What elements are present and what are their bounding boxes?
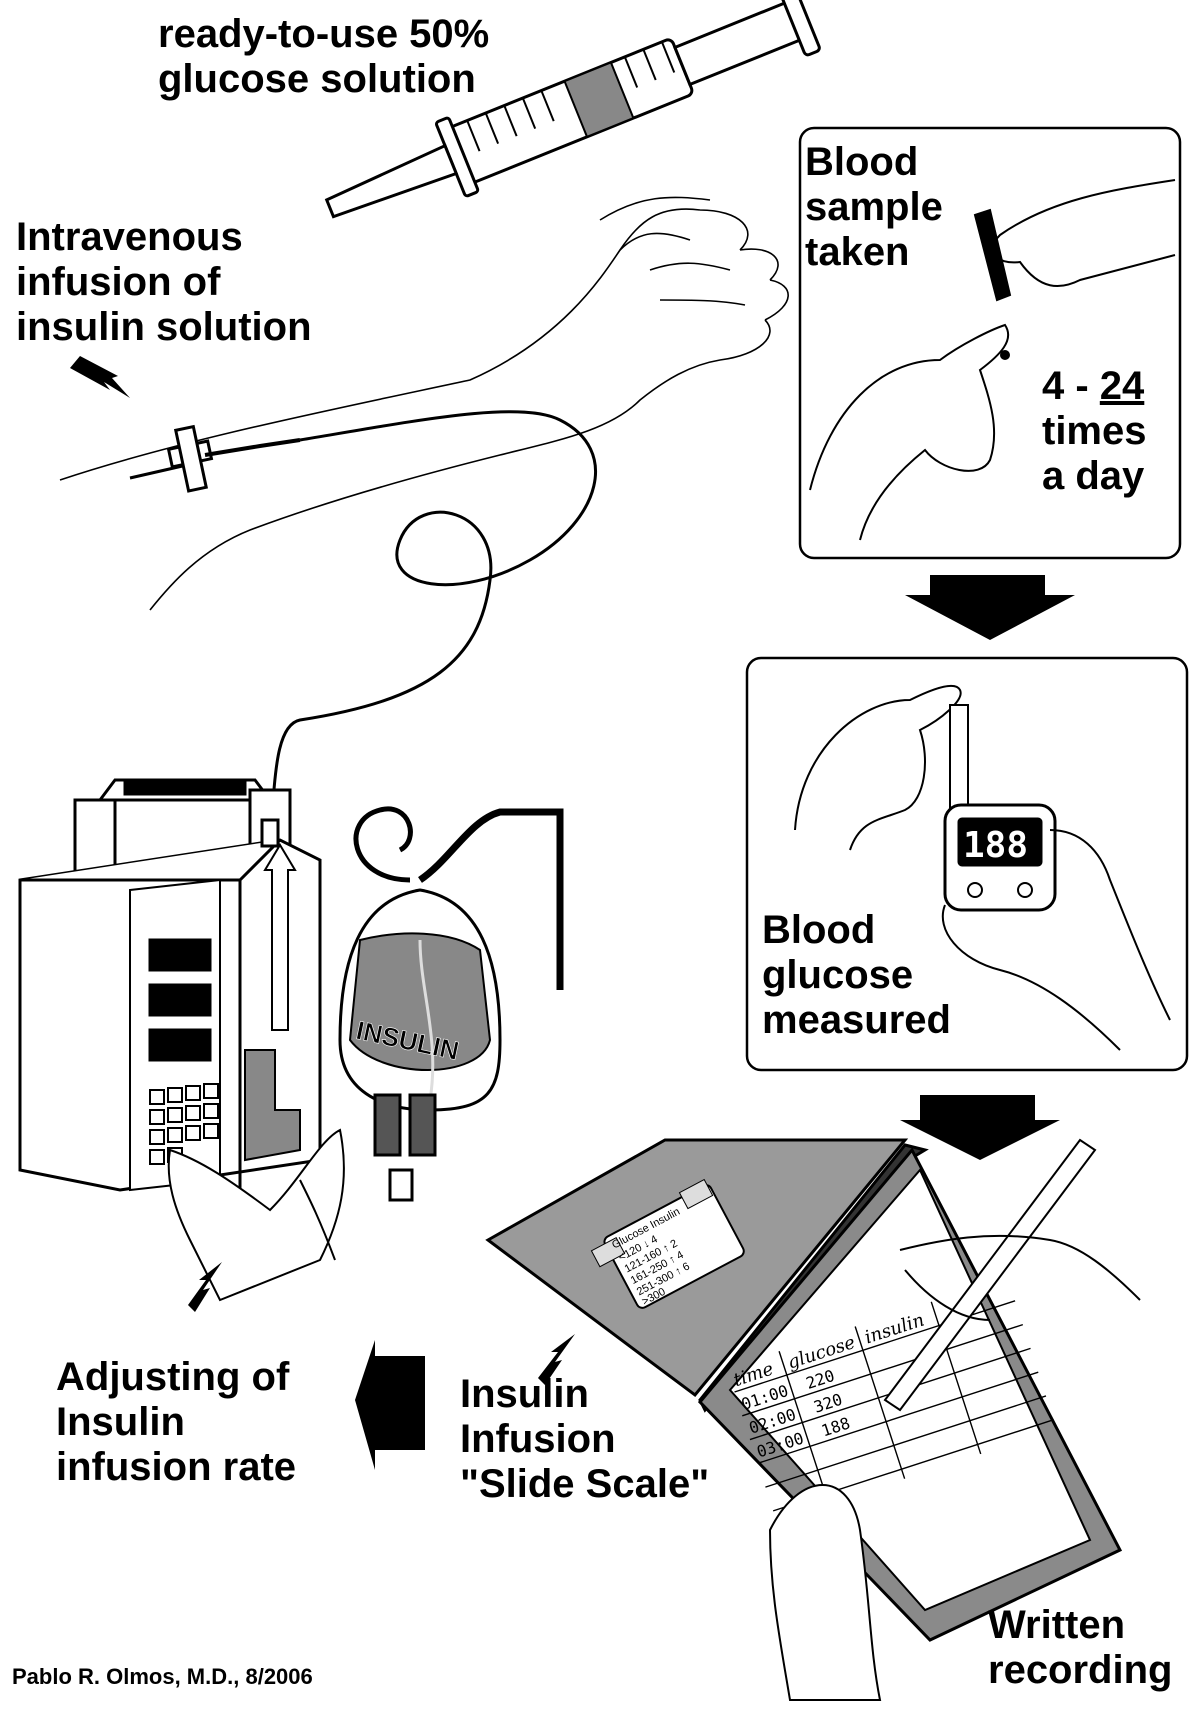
arrow-left-icon (355, 1340, 425, 1470)
pointer-arrow-icon (538, 1334, 575, 1385)
syringe-icon (324, 0, 821, 219)
blood-sample-label: Blood sample taken (805, 140, 943, 274)
sampling-frequency-label: 4 - 24 times a day (1042, 364, 1147, 498)
iv-line-icon (129, 410, 598, 821)
hand-holding-meter-icon (941, 829, 1171, 1051)
lancet-hand-icon (973, 179, 1176, 302)
arrow-down-icon (900, 1095, 1060, 1160)
pencil-hand-icon (883, 1138, 1141, 1412)
glucose-meter-panel (745, 656, 1189, 1072)
pointer-arrow-icon (70, 356, 130, 398)
finger-icon (794, 684, 962, 851)
patient-arm-icon (59, 196, 789, 611)
glucose-solution-label: ready-to-use 50% glucose solution (158, 12, 490, 101)
insulin-bag-icon (338, 806, 564, 1202)
hand-holding-binder-icon (768, 1484, 882, 1701)
slide-scale-label: Insulin Infusion "Slide Scale" (460, 1372, 710, 1506)
hand-pressing-button-icon (167, 1128, 345, 1302)
glucose-measured-label: Blood glucose measured (762, 908, 951, 1042)
written-recording-label: Written recording (988, 1603, 1173, 1692)
adjusting-rate-label: Adjusting of Insulin infusion rate (56, 1355, 297, 1489)
finger-prick-icon (809, 323, 1010, 541)
author-credit: Pablo R. Olmos, M.D., 8/2006 (12, 1664, 313, 1689)
meter-reading: 188 (963, 825, 1028, 866)
glucose-meter-icon (943, 704, 1057, 912)
infusion-pump-icon (18, 778, 322, 1192)
arrow-down-icon (905, 575, 1075, 640)
iv-infusion-label: Intravenous infusion of insulin solution (16, 215, 312, 349)
pointer-arrow-icon (188, 1262, 222, 1312)
blood-sample-panel (798, 126, 1182, 560)
